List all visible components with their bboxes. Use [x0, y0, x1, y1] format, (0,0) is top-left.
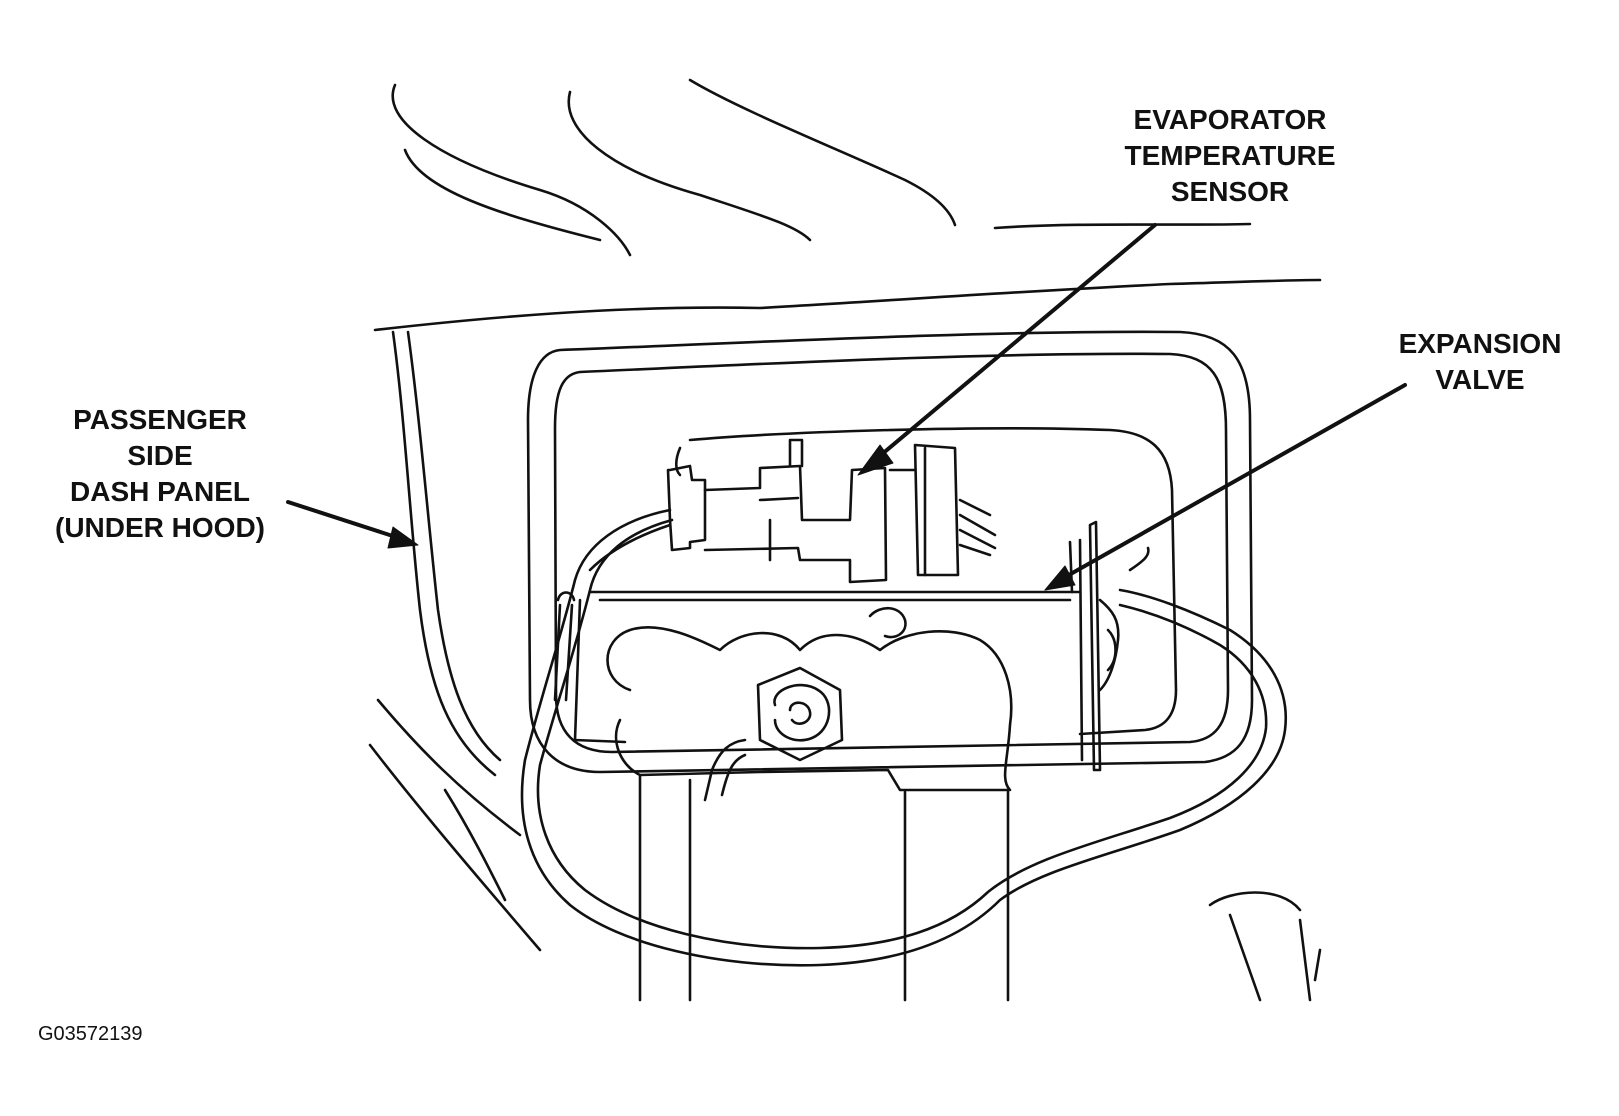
- dash-panel: [368, 330, 542, 952]
- arrow-heads: [387, 444, 1076, 591]
- label-line: (UNDER HOOD): [55, 512, 265, 543]
- wire-harness: [520, 508, 1288, 967]
- arrow-sensor: [873, 223, 1157, 462]
- bolt: [703, 666, 844, 802]
- label-line: EVAPORATOR: [1133, 104, 1327, 135]
- label-line: PASSENGER: [73, 404, 247, 435]
- label-evaporator-sensor: EVAPORATOR TEMPERATURE SENSOR: [1080, 102, 1380, 210]
- arrowhead-dash: [387, 526, 419, 549]
- label-line: TEMPERATURE: [1124, 140, 1336, 171]
- label-line: EXPANSION: [1398, 328, 1562, 359]
- label-line: SENSOR: [1170, 176, 1290, 207]
- label-expansion-valve: EXPANSION VALVE: [1370, 326, 1590, 398]
- sensor-connector: [666, 438, 997, 584]
- label-line: VALVE: [1435, 364, 1525, 395]
- housing-frame: [526, 330, 1254, 774]
- arrowhead-valve: [1044, 565, 1076, 591]
- arrow-valve: [1058, 383, 1407, 582]
- label-dash-panel: PASSENGER SIDE DASH PANEL (UNDER HOOD): [30, 402, 290, 546]
- label-line: SIDE: [127, 440, 193, 471]
- hood-strokes: [373, 78, 1322, 332]
- figure-id: G03572139: [38, 1023, 143, 1045]
- arrow-dash: [286, 500, 407, 542]
- arrowhead-sensor: [857, 444, 894, 476]
- clamp-bracket: [606, 606, 1013, 1002]
- label-line: DASH PANEL: [70, 476, 250, 507]
- valve-block: [573, 520, 1120, 772]
- callout-arrows: [286, 223, 1407, 582]
- lower-hose: [1208, 891, 1322, 1002]
